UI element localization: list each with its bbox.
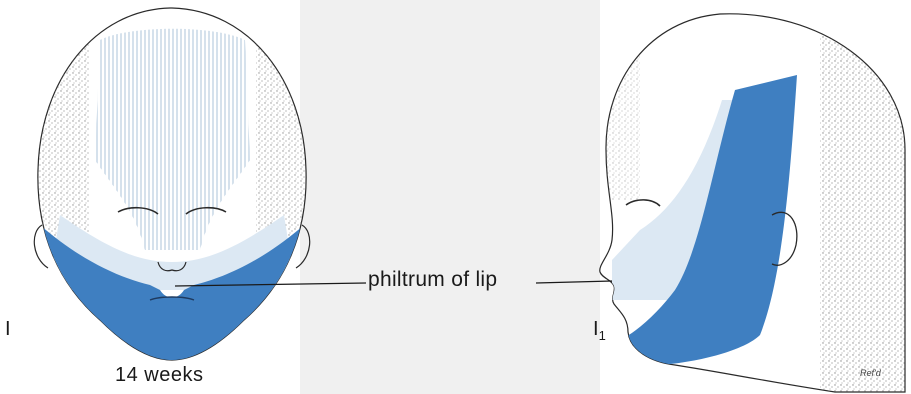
- panel-label-right: I1: [593, 318, 606, 343]
- background-text-bleed: [300, 0, 600, 394]
- front-view-head: [30, 0, 316, 394]
- front-stipple-left: [30, 0, 90, 394]
- panel-label-right-sub: 1: [599, 328, 606, 343]
- side-stipple-front: [600, 0, 640, 200]
- artist-signature: Ref'd: [860, 368, 881, 378]
- philtrum-label: philtrum of lip: [368, 268, 497, 292]
- age-caption: 14 weeks: [115, 364, 204, 387]
- side-view-head: [600, 0, 910, 394]
- side-stipple-back: [820, 0, 910, 394]
- panel-label-left: I: [5, 318, 11, 341]
